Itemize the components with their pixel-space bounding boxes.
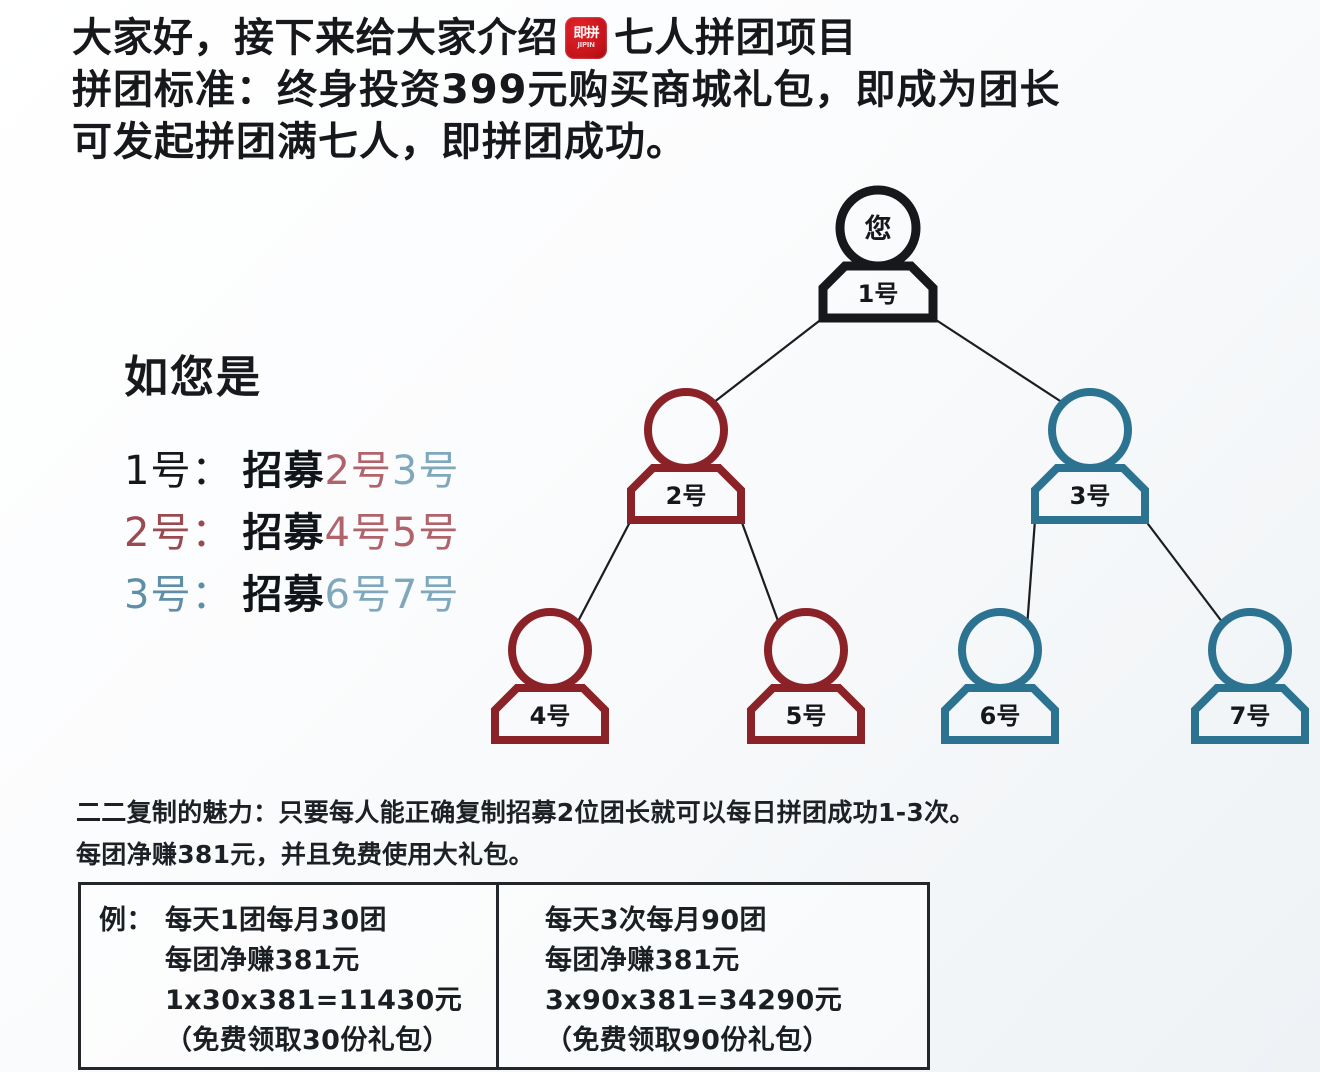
- person-body-icon: [1191, 684, 1309, 744]
- example-row: （免费领取30份礼包）: [99, 1021, 496, 1061]
- example-row: 例： 每天1团每月30团: [99, 901, 496, 941]
- rule-target-a: 6号: [324, 572, 392, 618]
- rule-verb: 招募: [242, 572, 325, 618]
- example-row: 3x90x381=34290元: [545, 981, 927, 1021]
- tree-svg: 您 1号 2号 3号 4号 5号 6号 7号: [491, 185, 1309, 744]
- example-right-row-0: 每天3次每月90团: [545, 905, 767, 936]
- example-row: 每天3次每月90团: [545, 901, 927, 941]
- caption-line-2: 每团净赚381元，并且免费使用大礼包。: [76, 840, 534, 869]
- rule-verb: 招募: [242, 448, 325, 494]
- tree-node-7: 7号: [1191, 608, 1309, 744]
- person-body-icon: [818, 261, 938, 323]
- tree-node-4: 4号: [491, 608, 609, 744]
- example-right-row-3: （免费领取90份礼包）: [545, 1025, 830, 1056]
- tree-node-6: 6号: [941, 608, 1059, 744]
- rule-subject: 2号：: [124, 510, 233, 556]
- tree-edge-node-1-to-node-3: [932, 317, 1064, 404]
- person-body-icon: [491, 684, 609, 744]
- person-head-icon: [1208, 608, 1292, 692]
- example-left-row-2: 1x30x381=11430元: [165, 985, 463, 1016]
- example-table: 例： 每天1团每月30团 每团净赚381元 1x30x381=11430元 （免…: [78, 882, 930, 1070]
- tree-edge-node-3-to-node-7: [1144, 519, 1224, 624]
- example-row: 每团净赚381元: [545, 941, 927, 981]
- example-right-row-1: 每团净赚381元: [545, 945, 740, 976]
- brand-logo-top-text: 即拼: [573, 26, 599, 41]
- example-row: 1x30x381=11430元: [99, 981, 496, 1021]
- header-block: 大家好，接下来给大家介绍 即拼 JIPIN 七人拼团项目 拼团标准：终身投资39…: [72, 12, 1252, 168]
- header-line-3: 可发起拼团满七人，即拼团成功。: [72, 119, 687, 165]
- rule-subject: 3号：: [124, 572, 233, 618]
- example-left-row-1: 每团净赚381元: [165, 945, 360, 976]
- header-line-1-after: 七人拼团项目: [614, 15, 857, 61]
- example-right-row-2: 3x90x381=34290元: [545, 985, 843, 1016]
- person-body-icon: [627, 464, 745, 524]
- rule-subject: 1号：: [124, 448, 233, 494]
- example-row: （免费领取90份礼包）: [545, 1021, 927, 1061]
- person-head-icon: [764, 608, 848, 692]
- tree-node-number-label: 2号: [666, 482, 707, 510]
- tree-node-5: 5号: [747, 608, 865, 744]
- spacer: [99, 981, 165, 1021]
- caption-block: 二二复制的魅力：只要每人能正确复制招募2位团长就可以每日拼团成功1-3次。 每团…: [76, 792, 1076, 876]
- rule-line-2: 2号：招募4号5号: [124, 502, 544, 564]
- brand-logo-bottom-text: JIPIN: [577, 41, 595, 49]
- tree-node-2: 2号: [627, 388, 745, 524]
- rule-target-a: 2号: [324, 448, 392, 494]
- tree-node-number-label: 5号: [786, 702, 827, 730]
- person-head-icon: [508, 608, 592, 692]
- tree-node-number-label: 7号: [1230, 702, 1271, 730]
- person-head-icon: [644, 388, 728, 472]
- tree-edge-node-1-to-node-2: [712, 317, 824, 404]
- tree-edge-node-3-to-node-6: [1026, 519, 1037, 623]
- tree-node-3: 3号: [1031, 388, 1149, 524]
- person-body-icon: [747, 684, 865, 744]
- caption-line-1: 二二复制的魅力：只要每人能正确复制招募2位团长就可以每日拼团成功1-3次。: [76, 798, 975, 827]
- example-row: 每团净赚381元: [99, 941, 496, 981]
- person-head-icon: [1048, 388, 1132, 472]
- header-line-1-before: 大家好，接下来给大家介绍: [72, 15, 558, 61]
- rule-line-3: 3号：招募6号7号: [124, 564, 544, 626]
- person-head-icon: [958, 608, 1042, 692]
- spacer: [99, 941, 165, 981]
- example-cell-right: 每天3次每月90团 每团净赚381元 3x90x381=34290元 （免费领取…: [496, 885, 927, 1067]
- person-body-icon: [1031, 464, 1149, 524]
- example-left-row-0: 每天1团每月30团: [165, 905, 387, 936]
- rule-target-b: 3号: [391, 448, 460, 494]
- person-body-icon: [941, 684, 1059, 744]
- example-cell-left: 例： 每天1团每月30团 每团净赚381元 1x30x381=11430元 （免…: [81, 885, 496, 1067]
- tree-node-number-label: 6号: [980, 702, 1021, 730]
- tree-edge-node-2-to-node-5: [739, 519, 780, 624]
- rule-target-b: 7号: [391, 572, 460, 618]
- tree-node-number-label: 1号: [858, 280, 899, 308]
- tree-edge-node-2-to-node-4: [576, 519, 632, 624]
- tree-node-1: 您 1号: [818, 185, 938, 323]
- spacer: [99, 1021, 165, 1061]
- header-line-2: 拼团标准：终身投资399元购买商城礼包，即成为团长: [72, 67, 1061, 113]
- example-left-row-3: （免费领取30份礼包）: [165, 1025, 450, 1056]
- example-left-label: 例：: [99, 905, 154, 936]
- tree-node-number-label: 4号: [530, 702, 571, 730]
- rule-target-a: 4号: [324, 510, 392, 556]
- header-line-1: 大家好，接下来给大家介绍 即拼 JIPIN 七人拼团项目: [72, 12, 1252, 64]
- tree-node-number-label: 3号: [1070, 482, 1111, 510]
- left-rules-title: 如您是: [124, 352, 262, 403]
- jipin-brand-logo-icon: 即拼 JIPIN: [565, 17, 607, 59]
- rule-target-b: 5号: [391, 510, 460, 556]
- rule-line-1: 1号：招募2号3号: [124, 440, 544, 502]
- seven-person-tree-diagram: 您 1号 2号 3号 4号 5号 6号 7号: [470, 178, 1320, 778]
- tree-node-head-label: 您: [865, 213, 892, 245]
- rule-verb: 招募: [242, 510, 325, 556]
